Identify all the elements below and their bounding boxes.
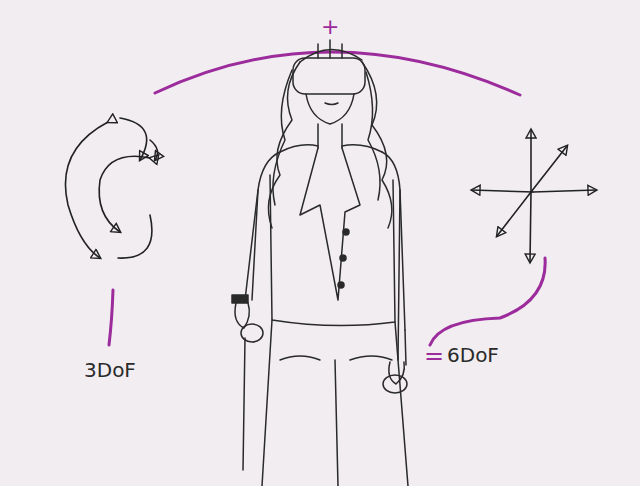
rotation-arrows bbox=[65, 118, 157, 258]
translation-axes bbox=[472, 130, 596, 262]
dof-label: 3DoF bbox=[84, 360, 136, 380]
plus-sign: + bbox=[321, 16, 339, 38]
equals-sign: = bbox=[424, 344, 444, 368]
dof-label: 6DoF bbox=[447, 345, 499, 365]
purple-strokes bbox=[109, 52, 545, 345]
vr-user-figure bbox=[232, 40, 408, 486]
